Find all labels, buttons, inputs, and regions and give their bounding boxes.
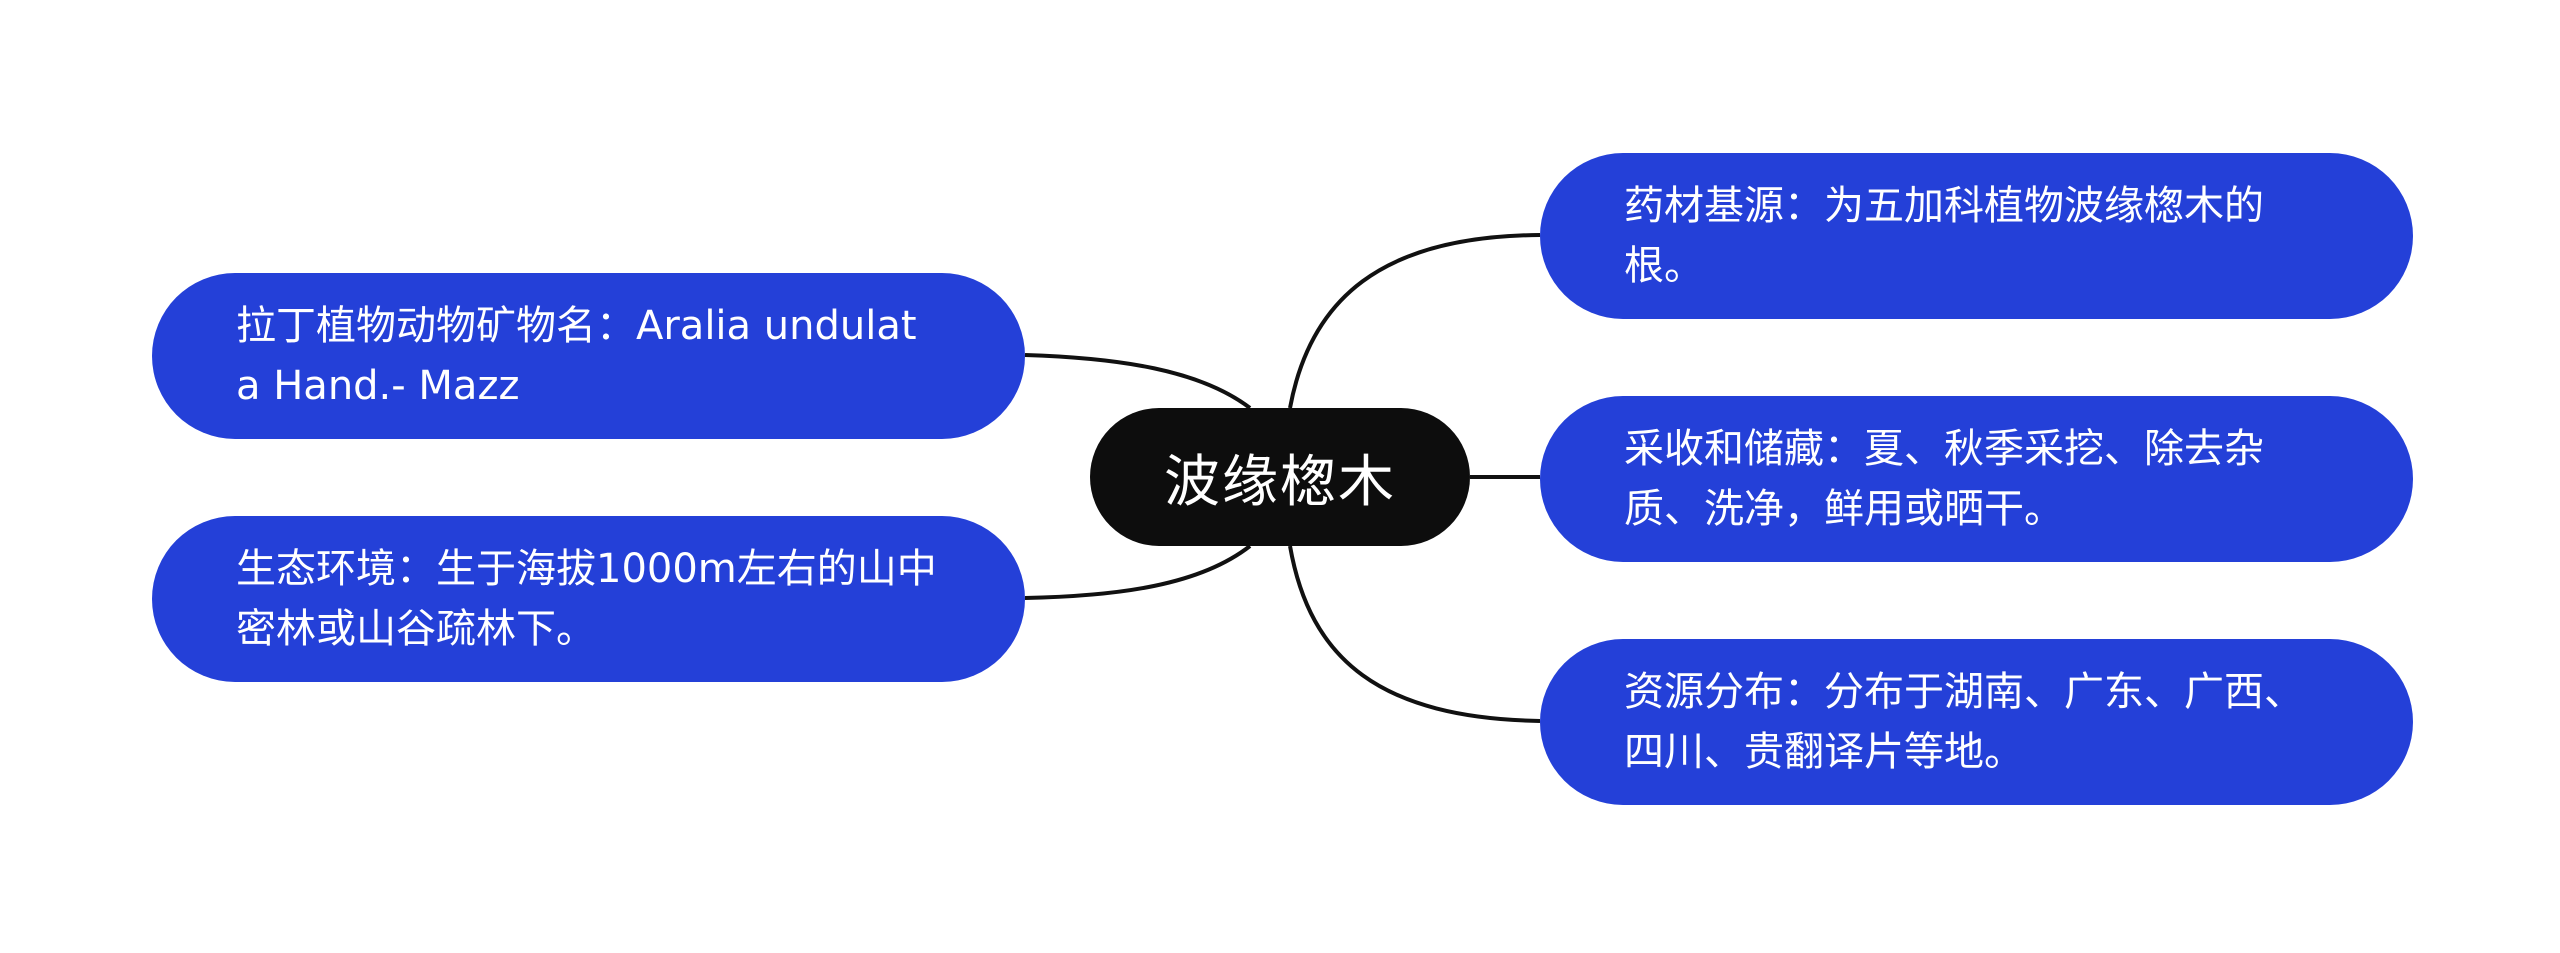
connector-latin	[1024, 353, 1252, 410]
branch-harvest-storage[interactable]: 采收和储藏：夏、秋季采挖、除去杂质、洗净，鲜用或晒干。	[1540, 396, 2413, 562]
branch-ecological-environment-text: 生态环境：生于海拔1000m左右的山中密林或山谷疏林下。	[236, 546, 937, 652]
connector-env	[1024, 544, 1252, 600]
connector-dist	[1288, 545, 1541, 723]
central-topic[interactable]: 波缘楤木	[1090, 408, 1470, 546]
branch-harvest-storage-text: 采收和储藏：夏、秋季采挖、除去杂质、洗净，鲜用或晒干。	[1624, 426, 2264, 532]
branch-distribution-text: 资源分布：分布于湖南、广东、广西、四川、贵翻译片等地。	[1624, 669, 2304, 775]
branch-medicinal-source[interactable]: 药材基源：为五加科植物波缘楤木的根。	[1540, 153, 2413, 319]
central-topic-label: 波缘楤木	[1164, 449, 1396, 515]
branch-medicinal-source-text: 药材基源：为五加科植物波缘楤木的根。	[1624, 183, 2264, 289]
branch-latin-name-text: 拉丁植物动物矿物名：Aralia undulata Hand.- Mazz	[236, 303, 917, 409]
connector-source	[1288, 233, 1541, 409]
branch-ecological-environment[interactable]: 生态环境：生于海拔1000m左右的山中密林或山谷疏林下。	[152, 516, 1025, 682]
branch-distribution[interactable]: 资源分布：分布于湖南、广东、广西、四川、贵翻译片等地。	[1540, 639, 2413, 805]
branch-latin-name[interactable]: 拉丁植物动物矿物名：Aralia undulata Hand.- Mazz	[152, 273, 1025, 439]
